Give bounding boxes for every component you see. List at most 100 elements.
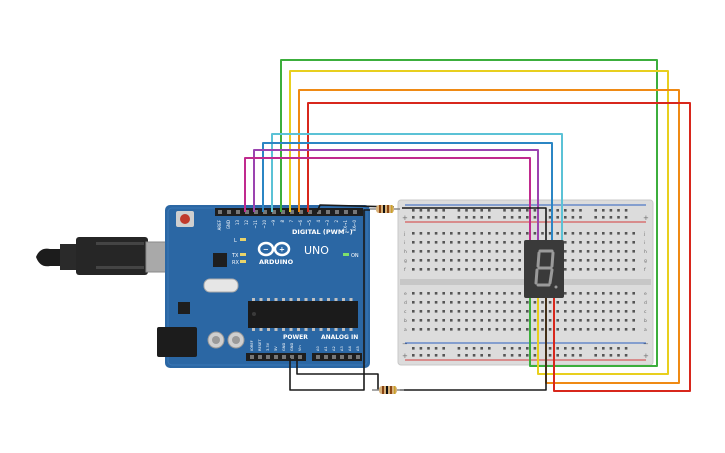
terminal-hole[interactable] xyxy=(419,301,423,304)
rail-hole[interactable] xyxy=(510,209,514,212)
rail-hole[interactable] xyxy=(503,216,506,219)
rail-hole[interactable] xyxy=(510,347,514,350)
rail-hole[interactable] xyxy=(579,216,582,219)
terminal-hole[interactable] xyxy=(450,268,453,271)
terminal-hole[interactable] xyxy=(472,328,476,331)
rail-hole[interactable] xyxy=(472,354,476,357)
rail-hole[interactable] xyxy=(419,347,423,350)
terminal-hole[interactable] xyxy=(427,319,430,322)
terminal-hole[interactable] xyxy=(434,232,438,235)
terminal-hole[interactable] xyxy=(488,292,491,295)
terminal-hole[interactable] xyxy=(434,292,438,295)
rail-hole[interactable] xyxy=(548,216,552,219)
terminal-hole[interactable] xyxy=(480,250,483,253)
terminal-hole[interactable] xyxy=(541,319,544,322)
terminal-hole[interactable] xyxy=(594,292,597,295)
terminal-hole[interactable] xyxy=(594,241,597,244)
rail-hole[interactable] xyxy=(442,209,445,212)
terminal-hole[interactable] xyxy=(457,328,461,331)
terminal-hole[interactable] xyxy=(564,328,567,331)
terminal-hole[interactable] xyxy=(457,232,461,235)
rail-hole[interactable] xyxy=(510,216,514,219)
terminal-hole[interactable] xyxy=(472,259,476,262)
terminal-hole[interactable] xyxy=(632,301,635,304)
terminal-hole[interactable] xyxy=(480,268,483,271)
rail-hole[interactable] xyxy=(518,354,521,357)
terminal-hole[interactable] xyxy=(556,319,559,322)
terminal-hole[interactable] xyxy=(472,232,476,235)
terminal-hole[interactable] xyxy=(465,268,468,271)
rail-hole[interactable] xyxy=(465,209,468,212)
terminal-hole[interactable] xyxy=(472,250,476,253)
terminal-hole[interactable] xyxy=(571,328,575,331)
terminal-hole[interactable] xyxy=(510,292,514,295)
terminal-hole[interactable] xyxy=(450,301,453,304)
terminal-hole[interactable] xyxy=(465,232,468,235)
rail-hole[interactable] xyxy=(526,216,529,219)
terminal-hole[interactable] xyxy=(510,250,514,253)
digital-pin-holes[interactable] xyxy=(218,210,357,214)
terminal-hole[interactable] xyxy=(434,301,438,304)
terminal-hole[interactable] xyxy=(503,310,506,313)
terminal-hole[interactable] xyxy=(472,241,476,244)
terminal-hole[interactable] xyxy=(434,268,438,271)
terminal-hole[interactable] xyxy=(617,232,620,235)
rail-hole[interactable] xyxy=(556,216,559,219)
terminal-hole[interactable] xyxy=(564,301,567,304)
terminal-hole[interactable] xyxy=(579,250,582,253)
terminal-hole[interactable] xyxy=(548,301,552,304)
terminal-hole[interactable] xyxy=(427,328,430,331)
breadboard-holes[interactable] xyxy=(412,209,635,357)
rail-hole[interactable] xyxy=(556,354,559,357)
terminal-hole[interactable] xyxy=(571,310,575,313)
terminal-hole[interactable] xyxy=(510,232,514,235)
terminal-hole[interactable] xyxy=(480,232,483,235)
terminal-hole[interactable] xyxy=(564,268,567,271)
terminal-hole[interactable] xyxy=(617,301,620,304)
rail-hole[interactable] xyxy=(594,347,597,350)
terminal-hole[interactable] xyxy=(602,232,605,235)
rail-hole[interactable] xyxy=(419,209,423,212)
terminal-hole[interactable] xyxy=(465,292,468,295)
terminal-hole[interactable] xyxy=(624,232,628,235)
terminal-hole[interactable] xyxy=(450,292,453,295)
rail-hole[interactable] xyxy=(412,354,415,357)
terminal-hole[interactable] xyxy=(518,241,521,244)
terminal-hole[interactable] xyxy=(586,232,590,235)
terminal-hole[interactable] xyxy=(434,259,438,262)
terminal-hole[interactable] xyxy=(480,310,483,313)
terminal-hole[interactable] xyxy=(442,319,445,322)
terminal-hole[interactable] xyxy=(450,328,453,331)
terminal-hole[interactable] xyxy=(533,310,537,313)
terminal-hole[interactable] xyxy=(632,241,635,244)
terminal-hole[interactable] xyxy=(548,232,552,235)
rail-hole[interactable] xyxy=(434,209,438,212)
terminal-hole[interactable] xyxy=(609,328,613,331)
terminal-hole[interactable] xyxy=(510,328,514,331)
terminal-hole[interactable] xyxy=(564,319,567,322)
analog-pin-hole[interactable] xyxy=(340,355,344,359)
terminal-hole[interactable] xyxy=(617,241,620,244)
terminal-hole[interactable] xyxy=(457,319,461,322)
terminal-hole[interactable] xyxy=(495,301,499,304)
rail-hole[interactable] xyxy=(602,347,605,350)
power-pin-hole[interactable] xyxy=(282,355,286,359)
wires[interactable] xyxy=(244,59,691,392)
terminal-hole[interactable] xyxy=(480,301,483,304)
terminal-hole[interactable] xyxy=(488,241,491,244)
digital-pin-hole[interactable] xyxy=(308,210,312,214)
terminal-hole[interactable] xyxy=(617,292,620,295)
terminal-hole[interactable] xyxy=(427,250,430,253)
terminal-hole[interactable] xyxy=(480,328,483,331)
terminal-hole[interactable] xyxy=(594,328,597,331)
terminal-hole[interactable] xyxy=(488,301,491,304)
terminal-hole[interactable] xyxy=(434,241,438,244)
terminal-hole[interactable] xyxy=(586,301,590,304)
terminal-hole[interactable] xyxy=(465,250,468,253)
terminal-hole[interactable] xyxy=(518,250,521,253)
terminal-hole[interactable] xyxy=(624,250,628,253)
digital-pin-hole[interactable] xyxy=(326,210,330,214)
terminal-hole[interactable] xyxy=(427,310,430,313)
terminal-hole[interactable] xyxy=(495,232,499,235)
terminal-hole[interactable] xyxy=(503,250,506,253)
